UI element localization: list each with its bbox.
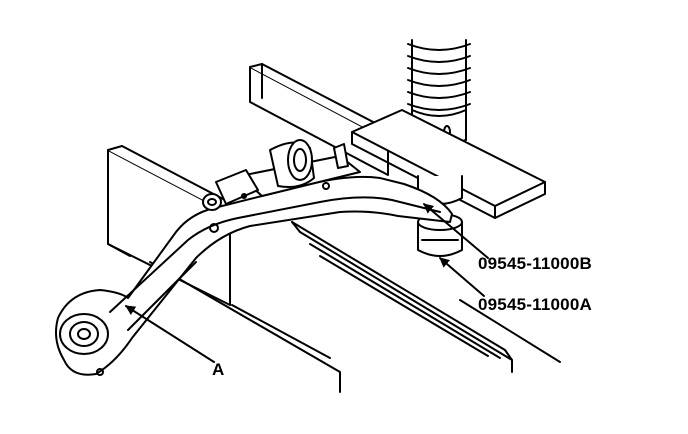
lower-control-arm	[55, 175, 453, 376]
label-tool-upper: 09545-11000B	[478, 254, 592, 273]
fixture-base	[107, 221, 561, 393]
label-tool-lower: 09545-11000A	[478, 295, 592, 314]
arrow-tool-b	[423, 203, 489, 259]
rear-bushing-assembly	[202, 139, 361, 211]
arrow-tool-a	[439, 257, 485, 297]
label-part-a: A	[212, 360, 225, 379]
arrow-part-a	[125, 305, 215, 363]
leader-arrows	[125, 203, 489, 363]
